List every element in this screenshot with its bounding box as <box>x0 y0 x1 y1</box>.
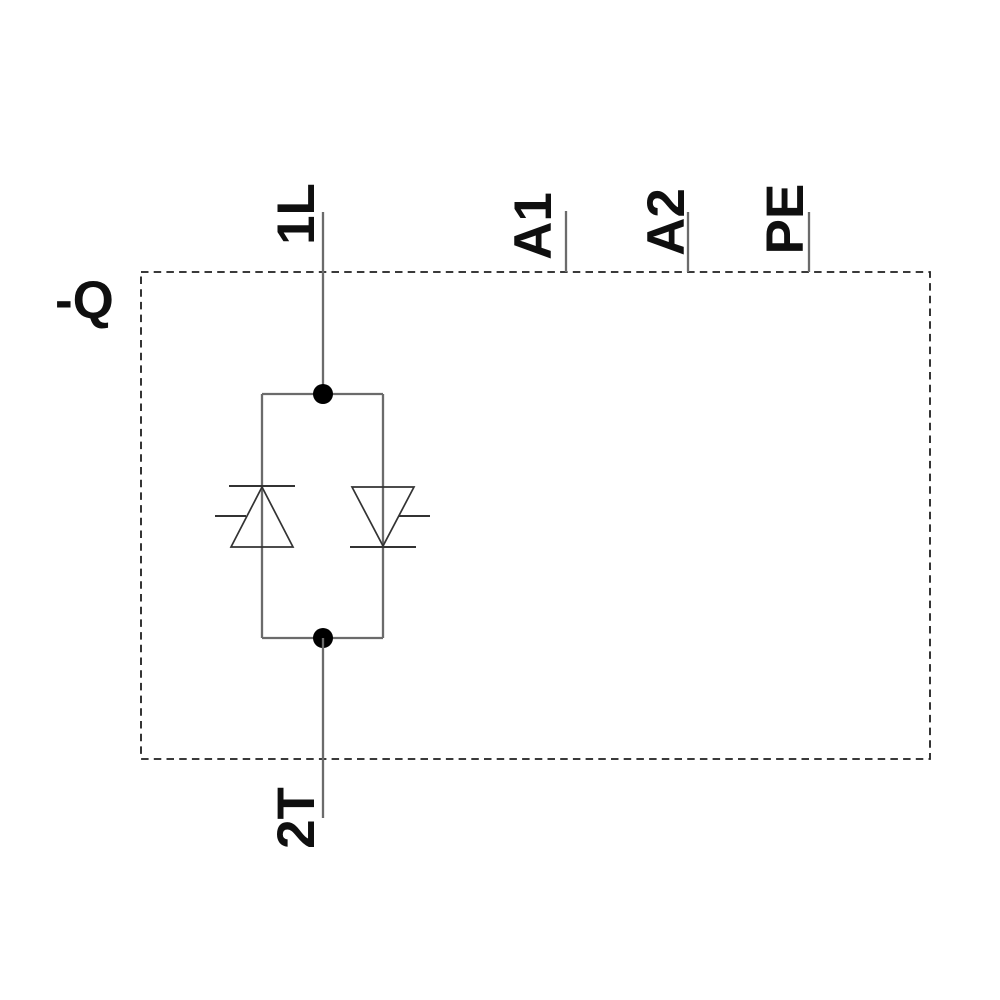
terminal-A1-label: A1 <box>504 192 563 260</box>
terminal-1L-label: 1L <box>267 183 326 245</box>
junction-dot-top <box>313 384 333 404</box>
terminal-2T-label: 2T <box>267 787 326 849</box>
component-boundary-box <box>140 271 931 760</box>
thyristor-up-icon <box>215 485 295 548</box>
terminal-PE-label: PE <box>756 184 815 255</box>
device-designation-label: -Q <box>55 271 114 330</box>
thyristor-down-icon <box>350 486 430 548</box>
thyristor-up-triangle <box>229 485 295 548</box>
terminal-A2-label: A2 <box>637 188 696 256</box>
thyristor-down-triangle <box>350 486 416 548</box>
